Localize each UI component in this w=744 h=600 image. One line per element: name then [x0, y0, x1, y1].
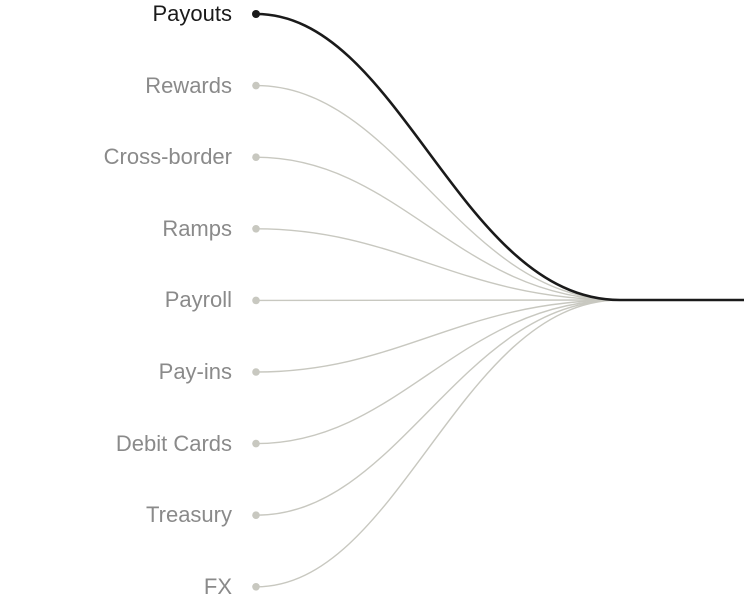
node-dot — [252, 10, 260, 18]
connector-line-fx — [255, 299, 621, 588]
item-label-rewards[interactable]: Rewards — [145, 72, 232, 98]
node-dot — [252, 153, 260, 161]
item-label-ramps[interactable]: Ramps — [162, 215, 232, 241]
node-dot — [252, 225, 260, 233]
node-dot — [252, 583, 260, 591]
node-dot — [252, 296, 260, 305]
item-label-payroll[interactable]: Payroll — [164, 287, 232, 313]
item-label-fx[interactable]: FX — [203, 573, 232, 599]
item-label-debit-cards[interactable]: Debit Cards — [115, 430, 232, 456]
connector-line-pay-ins — [255, 299, 621, 373]
connector-line-ramps — [255, 228, 621, 301]
item-label-pay-ins[interactable]: Pay-ins — [158, 359, 232, 384]
connector-line-rewards — [255, 84, 621, 301]
connector-line-payouts — [255, 12, 744, 302]
item-label-payouts[interactable]: Payouts — [152, 1, 233, 26]
node-dot — [252, 511, 260, 519]
item-label-cross-border[interactable]: Cross-border — [103, 144, 232, 170]
node-dot — [252, 81, 260, 90]
item-label-treasury[interactable]: Treasury — [146, 502, 232, 528]
connector-line-treasury — [255, 299, 621, 516]
node-dot — [252, 439, 260, 448]
node-dot — [252, 368, 260, 376]
connector-line-cross-border — [255, 156, 621, 301]
connector-line-debit-cards — [255, 299, 621, 445]
